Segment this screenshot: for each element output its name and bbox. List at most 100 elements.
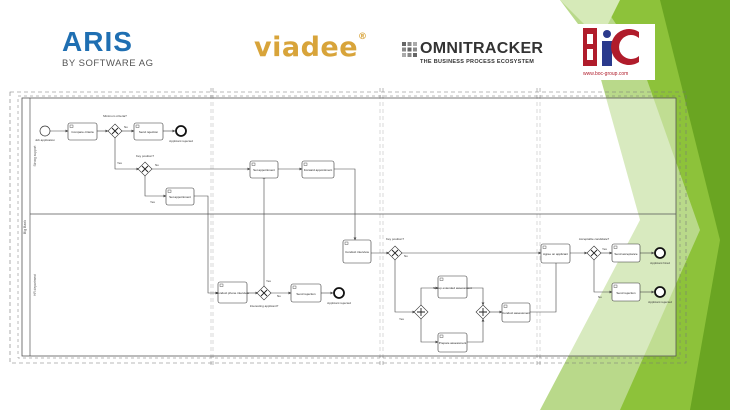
label-yes-1: Yes	[117, 161, 122, 165]
lane-label-1: Strong support	[33, 145, 37, 166]
end-event-hired[interactable]	[654, 247, 666, 259]
aris-logo: ARIS BY SOFTWARE AG	[62, 26, 154, 70]
task-send-rejection-2[interactable]	[290, 283, 322, 303]
task-forward-appointment[interactable]	[301, 160, 335, 179]
viadee-logo: viadee®	[254, 32, 368, 63]
task-label: Send rejection	[139, 130, 159, 134]
end-event-rejected-2[interactable]	[333, 287, 345, 299]
gateway-label: Acceptable candidate?	[579, 237, 610, 241]
viadee-name: viadee	[254, 32, 359, 63]
flow-gw2-setappt2	[144, 176, 167, 198]
task-icon	[69, 124, 74, 128]
x-marker	[391, 249, 399, 257]
label-yes-2: Yes	[150, 200, 155, 204]
sequence-flows	[50, 129, 655, 344]
task-icon	[503, 304, 508, 308]
label-yes-4: Yes	[399, 317, 404, 321]
task-icon	[135, 124, 140, 128]
flow-conduct-agree	[530, 259, 558, 313]
x-marker	[111, 127, 119, 135]
task-send-acceptance[interactable]	[611, 243, 641, 263]
flow-setappt2-phone	[194, 195, 219, 295]
aris-name: ARIS	[62, 26, 133, 57]
task-label: Conduct phone interview	[216, 291, 250, 295]
label-no-3: No	[277, 294, 281, 298]
flow-gw1-gw2	[114, 138, 140, 171]
task-icon	[542, 245, 547, 249]
x-marker	[590, 249, 598, 257]
omnitracker-grid-icon	[402, 41, 417, 57]
task-label: Send acceptance	[614, 252, 638, 256]
label-yes-3: Yes	[266, 279, 271, 283]
task-icon	[439, 334, 444, 338]
aris-tagline: BY SOFTWARE AG	[62, 58, 154, 69]
flow-gw5-reject3	[593, 260, 613, 294]
start-event[interactable]	[39, 125, 51, 137]
flow-prepare-join	[467, 318, 485, 343]
flow-setup-join	[467, 287, 485, 306]
task-set-up-extended-assessment[interactable]	[437, 275, 468, 299]
task-label: Conduct interview	[345, 250, 370, 254]
task-label: Send rejection	[296, 292, 316, 296]
start-event-label: Job application	[35, 138, 55, 142]
label-yes-5: Yes	[602, 247, 607, 251]
task-label: Set appointment	[253, 168, 275, 172]
task-icon	[251, 162, 256, 166]
task-conduct-phone-interview[interactable]	[217, 281, 248, 304]
plus-marker	[479, 308, 487, 316]
omnitracker-name: OMNITRACKER	[420, 40, 544, 57]
gateway-label: Minimum criteria?	[103, 114, 127, 118]
task-conduct-assessment[interactable]	[501, 302, 531, 323]
task-icon	[344, 241, 349, 245]
boc-logo: www.boc-group.com	[571, 24, 655, 80]
task-icon	[292, 285, 297, 289]
gateway-label: Interesting applicant?	[250, 304, 279, 308]
task-conduct-interview[interactable]	[342, 239, 372, 264]
viadee-mark: ®	[358, 32, 368, 42]
omnitracker-logo: OMNITRACKER THE BUSINESS PROCESS ECOSYST…	[402, 40, 543, 65]
end-event-rejected-3[interactable]	[654, 286, 666, 298]
task-prepare-assessment[interactable]	[437, 332, 468, 353]
gateway-label: Key position?	[386, 237, 404, 241]
pool	[21, 97, 677, 357]
task-icon	[303, 162, 308, 166]
task-set-appointment-1[interactable]	[249, 160, 279, 179]
task-label: Send rejection	[616, 291, 636, 295]
task-send-rejection-3[interactable]	[611, 282, 641, 302]
plus-marker	[417, 308, 425, 316]
label-no-4: No	[404, 254, 408, 258]
boc-emblem-icon	[583, 28, 639, 66]
task-icon	[439, 277, 444, 281]
selection-frame-outer	[9, 91, 687, 364]
task-label: Conduct assessment	[502, 311, 530, 315]
task-label: Set up extended assessment	[433, 286, 472, 290]
task-label: Forward appointment	[304, 168, 333, 172]
task-label: Compare criteria	[71, 130, 94, 134]
boc-url: www.boc-group.com	[583, 71, 629, 77]
task-agree-on-applicant[interactable]	[540, 243, 571, 264]
task-icon	[167, 189, 172, 193]
end-event-label: Applicant rejected	[327, 301, 351, 305]
flow-split-prepare	[420, 319, 439, 344]
flow-split-setup	[420, 286, 439, 305]
flow-forward-interview	[334, 168, 357, 241]
end-event-label: Applicant rejected	[648, 300, 672, 304]
task-label: Prepare assessment	[439, 341, 467, 345]
x-marker	[141, 165, 149, 173]
label-no-2: No	[155, 163, 159, 167]
end-event-label: Applicant rejected	[169, 139, 193, 143]
x-marker	[260, 289, 268, 297]
end-event-rejected-1[interactable]	[175, 125, 187, 137]
task-icon	[613, 284, 618, 288]
flow-gw4-split	[394, 260, 416, 314]
task-set-appointment-2[interactable]	[165, 187, 195, 206]
task-label: Set appointment	[169, 195, 191, 199]
task-icon	[613, 245, 618, 249]
task-icon	[219, 283, 224, 287]
green-facet-dark	[660, 0, 730, 410]
task-compare-criteria[interactable]	[67, 122, 98, 141]
task-send-rejection-1[interactable]	[133, 122, 164, 141]
label-no-1: No	[124, 125, 128, 129]
